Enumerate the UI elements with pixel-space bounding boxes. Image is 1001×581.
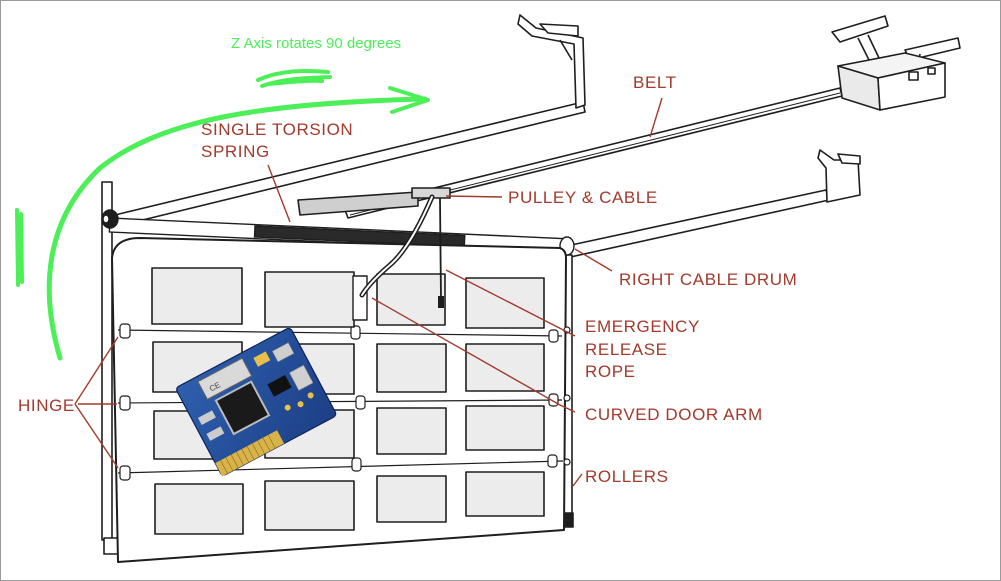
leader-lines — [74, 97, 663, 487]
leader-torsion-spring — [267, 164, 291, 223]
leader-curved-arm — [371, 297, 576, 413]
label-hinge: HINGE — [18, 396, 75, 415]
door-panel — [376, 475, 447, 523]
door-arm-bracket — [352, 275, 368, 321]
rotation-annotation-text: Z Axis rotates 90 degrees — [231, 35, 401, 52]
label-single-torsion-spring-line2: SPRING — [201, 142, 270, 161]
hinge — [351, 457, 362, 472]
label-emergency-line2: RELEASE — [585, 340, 668, 359]
door-panel — [151, 267, 243, 325]
door-panel — [376, 273, 446, 326]
door-panel — [376, 407, 447, 455]
label-right-cable-drum: RIGHT CABLE DRUM — [619, 270, 797, 289]
trolley — [297, 187, 451, 216]
rotation-annotation: Z Axis rotates 90 degrees — [15, 35, 430, 361]
door-panel — [376, 343, 447, 393]
board-chip — [214, 380, 271, 436]
label-belt: BELT — [633, 73, 677, 92]
label-pulley-cable: PULLEY & CABLE — [508, 188, 658, 207]
hinge — [547, 454, 558, 468]
door-panel — [465, 471, 545, 517]
label-emergency-line3: ROPE — [585, 362, 636, 381]
label-emergency-line1: EMERGENCY — [585, 317, 700, 336]
door-panel — [465, 405, 545, 451]
opener-assembly — [297, 15, 961, 219]
scribble-mark — [256, 68, 332, 88]
label-rollers: ROLLERS — [585, 467, 669, 486]
left-rear-bracket — [517, 14, 586, 109]
leader-emergency-rope — [445, 269, 576, 337]
leader-rollers — [572, 473, 583, 487]
roller — [563, 394, 571, 402]
right-rear-bracket — [817, 149, 861, 203]
label-curved-door-arm: CURVED DOOR ARM — [585, 405, 763, 424]
door-arm-and-rope — [359, 194, 444, 308]
door-panel — [264, 480, 355, 531]
hinge — [119, 395, 131, 411]
label-single-torsion-spring-line1: SINGLE TORSION — [201, 120, 353, 139]
leader-hinge-1 — [74, 336, 119, 405]
electronics-board: CE — [176, 327, 337, 477]
labels: SINGLE TORSION SPRING BELT PULLEY & CABL… — [18, 73, 797, 486]
opener-motor-box — [837, 52, 946, 111]
leader-pulley — [445, 195, 503, 198]
roller — [563, 458, 571, 466]
door-panel — [154, 483, 244, 535]
leader-hinge-3 — [74, 403, 119, 469]
door-panel — [465, 343, 545, 392]
leader-belt — [649, 97, 663, 138]
door-panel — [264, 271, 355, 328]
hinge — [548, 329, 559, 343]
scribble-mark — [15, 208, 24, 287]
left-vertical-track — [101, 181, 113, 541]
wifi-module — [197, 357, 253, 401]
garage-door — [111, 237, 571, 563]
hinge — [119, 465, 131, 481]
emergency-release-rope — [439, 198, 442, 301]
hinge — [350, 325, 361, 340]
leader-cable-drum — [574, 248, 613, 272]
rotation-arrow — [46, 96, 428, 361]
board-pin-header — [215, 430, 285, 477]
hinge — [355, 395, 366, 410]
hinge — [119, 323, 131, 339]
